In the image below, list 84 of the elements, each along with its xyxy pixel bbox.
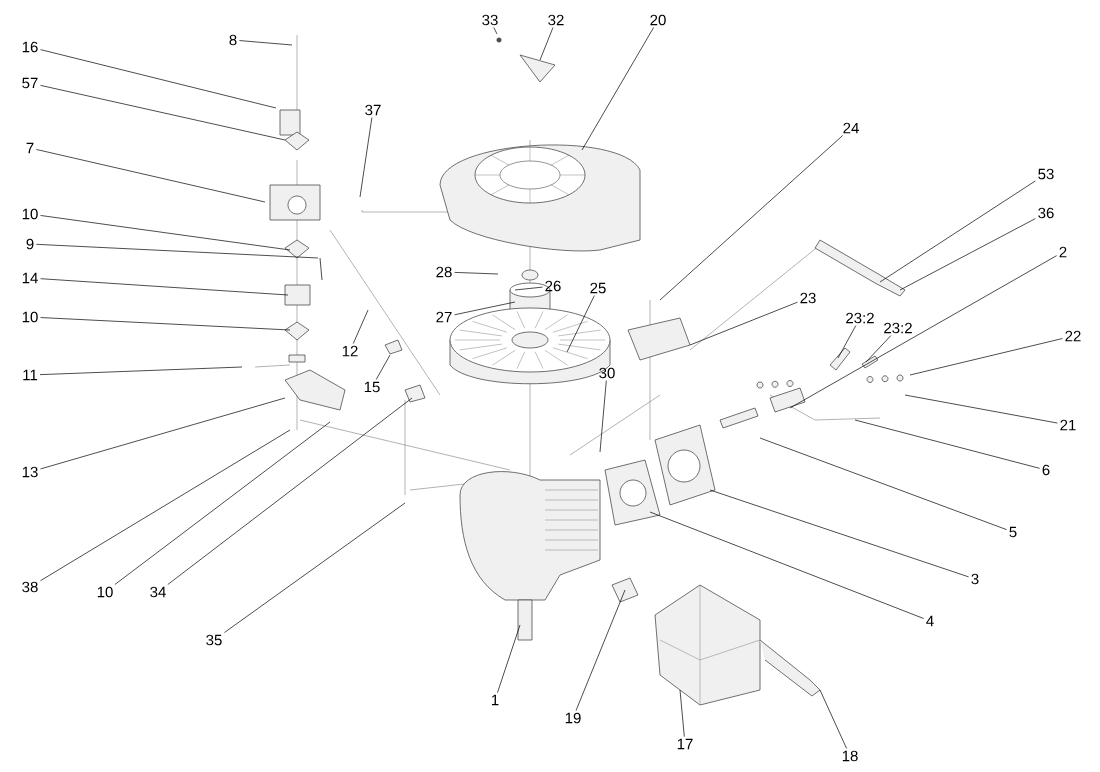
callout-number: 10 — [22, 311, 38, 323]
callout-number: 8 — [229, 34, 237, 46]
leader-line — [39, 366, 243, 375]
callout-number: 25 — [590, 282, 606, 294]
callout-number: 18 — [842, 750, 858, 762]
callout-number: 27 — [436, 311, 452, 323]
leader-line — [454, 272, 499, 275]
callout-number: 30 — [599, 367, 615, 379]
callout-number: 17 — [677, 738, 693, 750]
callout-number: 26 — [545, 280, 561, 292]
leader-line — [167, 397, 413, 585]
leader-line — [581, 27, 654, 151]
leader-line — [575, 589, 626, 711]
leader-line — [909, 338, 1063, 376]
leader-line — [224, 502, 406, 633]
callout-number: 4 — [926, 615, 934, 627]
callout-number: 28 — [436, 266, 452, 278]
callout-number: 12 — [342, 345, 358, 357]
callout-number: 21 — [1060, 419, 1076, 431]
callout-number: 13 — [22, 466, 38, 478]
leader-line — [40, 317, 291, 331]
callout-number: 20 — [650, 14, 666, 26]
leader-line — [514, 286, 543, 291]
callout-number: 23:2 — [846, 312, 874, 324]
callout-number: 6 — [1042, 464, 1050, 476]
leader-line — [36, 243, 319, 259]
callout-number: 23:2 — [884, 322, 912, 334]
leader-line — [879, 180, 1036, 283]
callout-number: 33 — [482, 14, 498, 26]
leader-line — [352, 309, 369, 344]
leader-line — [854, 419, 1040, 469]
callout-number: 24 — [843, 122, 859, 134]
leader-line — [539, 27, 554, 61]
leader-line — [40, 49, 277, 109]
leader-line — [359, 117, 373, 198]
leader-line — [709, 489, 969, 578]
callout-number: 15 — [364, 381, 380, 393]
leader-line — [899, 218, 1036, 291]
callout-number: 34 — [150, 586, 166, 598]
callout-number: 1 — [492, 694, 499, 706]
leader-line — [40, 397, 286, 470]
callout-number: 3 — [971, 573, 979, 585]
callout-number: 5 — [1009, 526, 1017, 538]
leader-line — [689, 301, 798, 346]
callout-number: 16 — [22, 41, 38, 53]
leader-line — [904, 394, 1058, 424]
callout-number: 38 — [22, 581, 38, 593]
leader-line — [865, 335, 892, 363]
leader-line — [649, 511, 924, 619]
callout-number: 36 — [1038, 207, 1054, 219]
leader-line — [40, 215, 291, 251]
callout-number: 14 — [22, 272, 38, 284]
callout-number: 7 — [26, 142, 34, 154]
callout-number: 22 — [1065, 330, 1081, 342]
leader-line — [40, 85, 286, 141]
callout-number: 23 — [800, 292, 816, 304]
leader-line — [239, 40, 293, 46]
callout-number: 57 — [22, 77, 38, 89]
leader-line — [566, 295, 595, 353]
leader-line — [679, 689, 685, 737]
leader-line — [497, 624, 521, 693]
leader-line — [114, 421, 331, 585]
leader-line — [659, 135, 844, 301]
leader-line — [789, 255, 1057, 409]
leader-line — [837, 325, 857, 359]
callout-number: 10 — [97, 586, 113, 598]
leader-line — [599, 380, 607, 453]
callout-number: 11 — [23, 369, 38, 381]
leader-line — [375, 354, 391, 380]
callout-number: 9 — [26, 238, 34, 250]
callout-number: 10 — [22, 208, 38, 220]
callout-number: 2 — [1059, 246, 1067, 258]
leader-line — [819, 689, 847, 749]
callout-number: 19 — [565, 712, 581, 724]
leader-line — [454, 301, 516, 316]
leader-line — [40, 429, 291, 581]
callout-number: 53 — [1038, 168, 1054, 180]
leader-line — [36, 149, 266, 203]
callout-number: 37 — [365, 104, 381, 116]
leader-line — [40, 278, 289, 296]
callout-number: 35 — [206, 634, 222, 646]
leader-line — [759, 437, 1007, 530]
leader-line — [493, 27, 498, 35]
callout-number: 32 — [548, 14, 564, 26]
